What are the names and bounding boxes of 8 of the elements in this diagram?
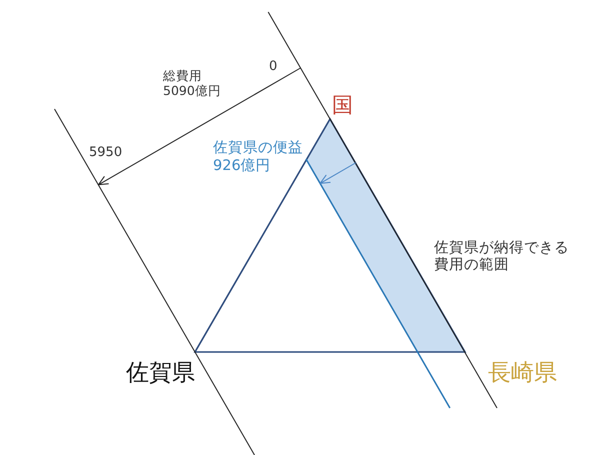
scale-label: 5950 [89,145,122,160]
vertex-label: 長崎県 [488,359,557,387]
scale-label: 0 [269,59,278,74]
cost-label: 総費用5090億円 [163,68,222,98]
benefit-label: 佐賀県の便益926億円 [213,139,304,175]
range-label: 佐賀県が納得できる費用の範囲 [434,240,569,274]
vertex-label: 佐賀県 [126,359,195,387]
vertex-label: 国 [332,93,353,118]
